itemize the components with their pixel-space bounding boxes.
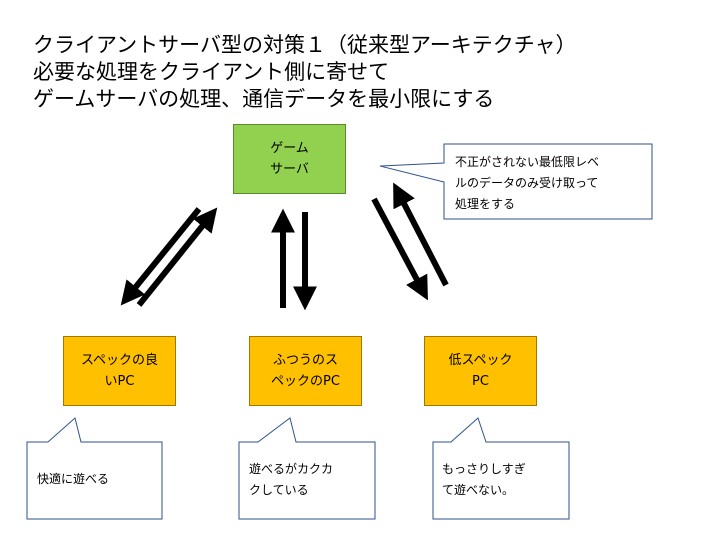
- arrow-server-to-client-3: [371, 197, 428, 301]
- client-1-label-line-1: スペックの良: [80, 353, 159, 368]
- client-2-label-line-2: ペックのPC: [271, 374, 340, 389]
- server-note-line-2: ルのデータのみ受け取って: [455, 176, 599, 190]
- client-2-note-text: 遊べるがカクカ クしている: [249, 459, 333, 501]
- client-3-note-line-1: もっさりしすぎ: [442, 462, 526, 476]
- server-label-line-2: サーバ: [270, 162, 309, 177]
- server-note-line-3: 処理をする: [455, 197, 516, 211]
- client-1-label-line-2: いPC: [104, 374, 135, 389]
- server-label-line-1: ゲーム: [270, 141, 309, 156]
- game-server-box: ゲーム サーバ: [233, 124, 346, 194]
- arrow-client-1-to-server: [136, 207, 218, 307]
- server-note-callout: [379, 143, 653, 220]
- slide-title: クライアントサーバ型の対策１（従来型アーキテクチャ） 必要な処理をクライアント側…: [33, 32, 576, 113]
- title-line-1: クライアントサーバ型の対策１（従来型アーキテクチャ）: [33, 33, 577, 57]
- arrow-server-to-client-1: [120, 207, 202, 306]
- arrow-client-3-to-server: [393, 182, 449, 287]
- title-line-3: ゲームサーバの処理、通信データを最小限にする: [33, 87, 495, 111]
- client-box-3: 低スペック PC: [424, 336, 537, 406]
- server-note-line-1: 不正がされない最低限レベ: [455, 155, 600, 169]
- client-2-note-line-2: クしている: [249, 483, 309, 497]
- client-3-label-line-2: PC: [472, 374, 489, 389]
- client-3-label-line-1: 低スペック: [448, 353, 513, 368]
- server-note-text: 不正がされない最低限レベ ルのデータのみ受け取って 処理をする: [455, 152, 599, 215]
- client-box-2: ふつうのス ペックのPC: [249, 336, 362, 406]
- client-3-note-line-2: て遊べない。: [442, 483, 515, 497]
- client-2-label-line-1: ふつうのス: [272, 353, 338, 368]
- client-2-note-line-1: 遊べるがカクカ: [249, 462, 334, 476]
- client-box-1: スペックの良 いPC: [63, 336, 176, 406]
- title-line-2: 必要な処理をクライアント側に寄せて: [33, 60, 390, 84]
- client-1-note-line-1: 快適に遊べる: [37, 472, 110, 486]
- client-note-callout-2: [238, 417, 376, 520]
- client-note-callout-3: [432, 417, 570, 520]
- client-3-note-text: もっさりしすぎ て遊べない。: [442, 459, 526, 501]
- client-1-note-text: 快適に遊べる: [37, 469, 109, 490]
- client-note-callout-1: [26, 417, 163, 520]
